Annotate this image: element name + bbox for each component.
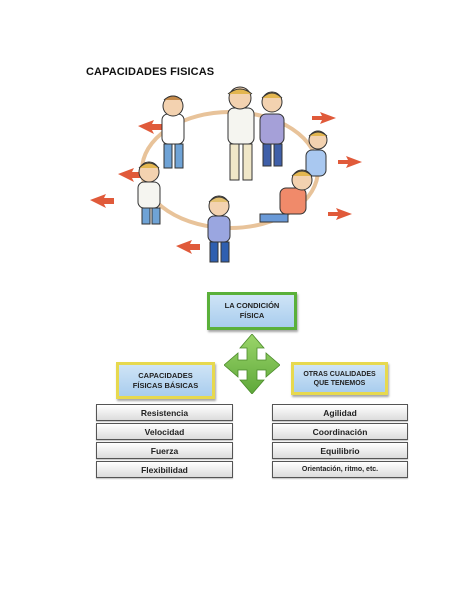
capacidades-basicas-line1: CAPACIDADES xyxy=(138,370,193,380)
motion-arrow-icon xyxy=(338,156,362,168)
condicion-fisica-line2: FÍSICA xyxy=(239,311,265,320)
four-way-arrow-icon xyxy=(224,334,280,394)
page-title: CAPACIDADES FISICAS xyxy=(86,66,215,78)
otras-cualidades-line1: OTRAS CUALIDADES xyxy=(303,370,376,378)
motion-arrow-icon xyxy=(312,112,336,124)
capacidades-basicas-box: CAPACIDADES FÍSICAS BÁSICAS xyxy=(116,362,215,399)
list-item-agilidad: Agilidad xyxy=(272,404,408,421)
motion-arrow-icon xyxy=(118,168,142,182)
otras-cualidades-box: OTRAS CUALIDADES QUE TENEMOS xyxy=(291,362,388,395)
child-figure xyxy=(137,86,328,263)
list-item-orientacion: Orientación, ritmo, etc. xyxy=(272,461,408,478)
list-item-fuerza: Fuerza xyxy=(96,442,233,459)
capacidades-basicas-line2: FÍSICAS BÁSICAS xyxy=(132,380,199,390)
motion-arrow-icon xyxy=(328,208,352,220)
condicion-fisica-line1: LA CONDICIÓN xyxy=(224,301,280,310)
list-item-coordinacion: Coordinación xyxy=(272,423,408,440)
motion-arrow-icon xyxy=(90,194,114,208)
list-item-resistencia: Resistencia xyxy=(96,404,233,421)
otras-cualidades-line2: QUE TENEMOS xyxy=(313,379,366,387)
list-item-equilibrio: Equilibrio xyxy=(272,442,408,459)
list-item-velocidad: Velocidad xyxy=(96,423,233,440)
motion-arrow-icon xyxy=(138,120,162,134)
otras-cualidades-list: Agilidad Coordinación Equilibrio Orienta… xyxy=(272,404,408,480)
motion-arrow-icon xyxy=(176,240,200,254)
list-item-flexibilidad: Flexibilidad xyxy=(96,461,233,478)
condicion-fisica-box: LA CONDICIÓN FÍSICA xyxy=(207,292,297,330)
capacidades-basicas-list: Resistencia Velocidad Fuerza Flexibilida… xyxy=(96,404,233,480)
children-circle-illustration xyxy=(90,86,362,263)
